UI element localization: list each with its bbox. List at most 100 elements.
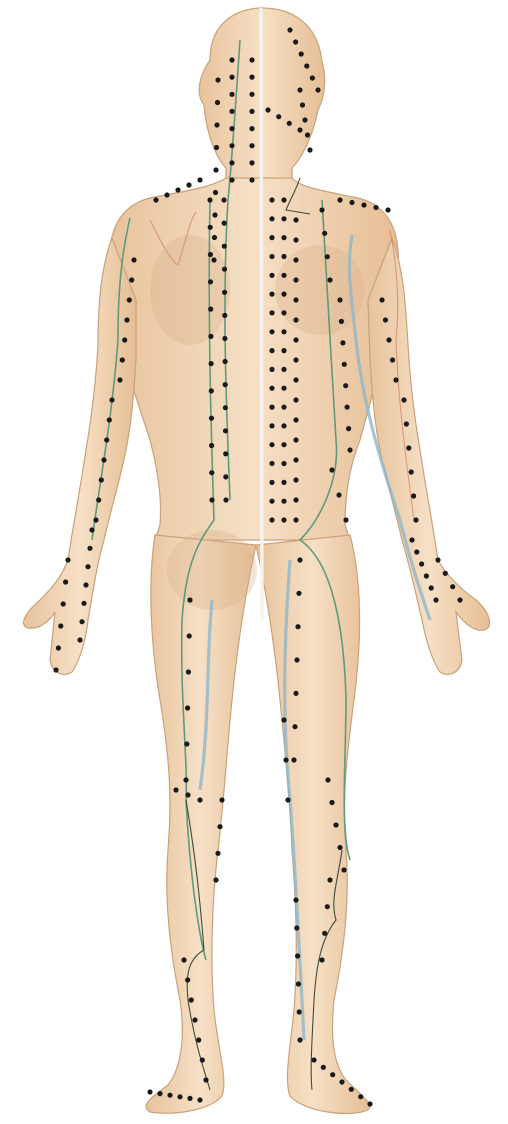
acupoint-55: [249, 109, 254, 114]
acupoint-205: [200, 1057, 205, 1062]
acupoint-8: [269, 348, 274, 353]
acupoint-158: [53, 667, 58, 672]
acupoint-43: [293, 357, 298, 362]
acupoint-45: [293, 397, 298, 402]
acupoint-87: [223, 428, 228, 433]
acupoint-128: [319, 207, 324, 212]
acupoint-111: [302, 117, 307, 122]
acupoint-98: [209, 388, 214, 393]
acupoint-134: [127, 297, 132, 302]
acupoint-202: [189, 997, 194, 1002]
acupoint-24: [281, 310, 286, 315]
acupoint-195: [184, 741, 189, 746]
acupoint-41: [293, 317, 298, 322]
acupoint-174: [429, 585, 434, 590]
acupoint-75: [212, 235, 217, 240]
acupoint-230: [337, 845, 342, 850]
acupoint-166: [406, 445, 411, 450]
acupoint-225: [283, 757, 288, 762]
acupoint-182: [340, 340, 345, 345]
acupoint-125: [361, 202, 366, 207]
acupoint-107: [310, 75, 315, 80]
acupoint-53: [249, 75, 254, 80]
acupoint-235: [296, 981, 301, 986]
acupoint-20: [281, 235, 286, 240]
acupoint-48: [293, 457, 298, 462]
acupoint-65: [229, 143, 234, 148]
acupoint-18: [281, 197, 286, 202]
acupoint-176: [435, 557, 440, 562]
acupoint-211: [187, 1096, 192, 1101]
acupoint-32: [281, 461, 286, 466]
acupoint-0: [269, 197, 274, 202]
acupoint-155: [61, 601, 66, 606]
acupoint-12: [269, 423, 274, 428]
acupoint-215: [215, 851, 220, 856]
acupoint-132: [131, 257, 136, 262]
acupoint-138: [117, 377, 122, 382]
acupoint-167: [409, 469, 414, 474]
acupoint-164: [401, 397, 406, 402]
acupoint-191: [187, 597, 192, 602]
acupoint-238: [311, 1057, 316, 1062]
acupoint-147: [87, 546, 92, 551]
acupoint-209: [167, 1093, 172, 1098]
acupoint-217: [297, 557, 302, 562]
acupoint-83: [222, 336, 227, 341]
acupoint-105: [299, 51, 304, 56]
acupoint-23: [281, 292, 286, 297]
acupoint-94: [208, 279, 213, 284]
buttock-shade-left: [167, 530, 257, 610]
acupoint-103: [287, 27, 292, 32]
acupoint-88: [223, 451, 228, 456]
acupoint-68: [215, 77, 220, 82]
acupoint-171: [414, 549, 419, 554]
acupoint-193: [186, 669, 191, 674]
acupoint-204: [196, 1037, 201, 1042]
acupoint-173: [424, 573, 429, 578]
acupoint-7: [269, 329, 274, 334]
acupoint-237: [297, 1037, 302, 1042]
acupoint-25: [281, 329, 286, 334]
acupoint-115: [276, 114, 281, 119]
acupoint-79: [222, 244, 227, 249]
acupoint-183: [342, 362, 347, 367]
acupoint-4: [269, 273, 274, 278]
acupoint-192: [187, 633, 192, 638]
acupoint-210: [177, 1094, 182, 1099]
acupoint-151: [79, 619, 84, 624]
meridian-lines: [92, 8, 430, 1090]
acupoint-52: [249, 57, 254, 62]
acupoint-95: [208, 307, 213, 312]
acupoint-113: [307, 147, 312, 152]
acupoint-194: [185, 705, 190, 710]
acupoint-146: [89, 527, 94, 532]
acupoint-121: [186, 182, 191, 187]
acupoint-38: [293, 257, 298, 262]
acupoint-17: [269, 517, 274, 522]
acupoint-39: [293, 277, 298, 282]
acupoint-184: [343, 383, 348, 388]
right-arm: [368, 238, 490, 674]
acupoint-157: [56, 645, 61, 650]
acupoint-2: [269, 235, 274, 240]
acupoint-245: [327, 877, 332, 882]
acupoint-108: [315, 87, 320, 92]
acupoint-5: [269, 292, 274, 297]
acupoint-185: [345, 405, 350, 410]
acupoint-80: [222, 267, 227, 272]
acupoint-112: [305, 132, 310, 137]
acupoint-92: [208, 225, 213, 230]
acupoint-224: [281, 717, 286, 722]
acupoint-240: [330, 1072, 335, 1077]
acupoint-218: [296, 591, 301, 596]
acupoint-46: [293, 417, 298, 422]
acupoint-181: [339, 319, 344, 324]
acupoint-152: [77, 637, 82, 642]
acupoint-127: [385, 207, 390, 212]
acupoint-28: [281, 386, 286, 391]
acupoint-239: [321, 1065, 326, 1070]
acupoint-9: [269, 367, 274, 372]
acupoint-206: [203, 1077, 208, 1082]
acupoint-197: [173, 787, 178, 792]
